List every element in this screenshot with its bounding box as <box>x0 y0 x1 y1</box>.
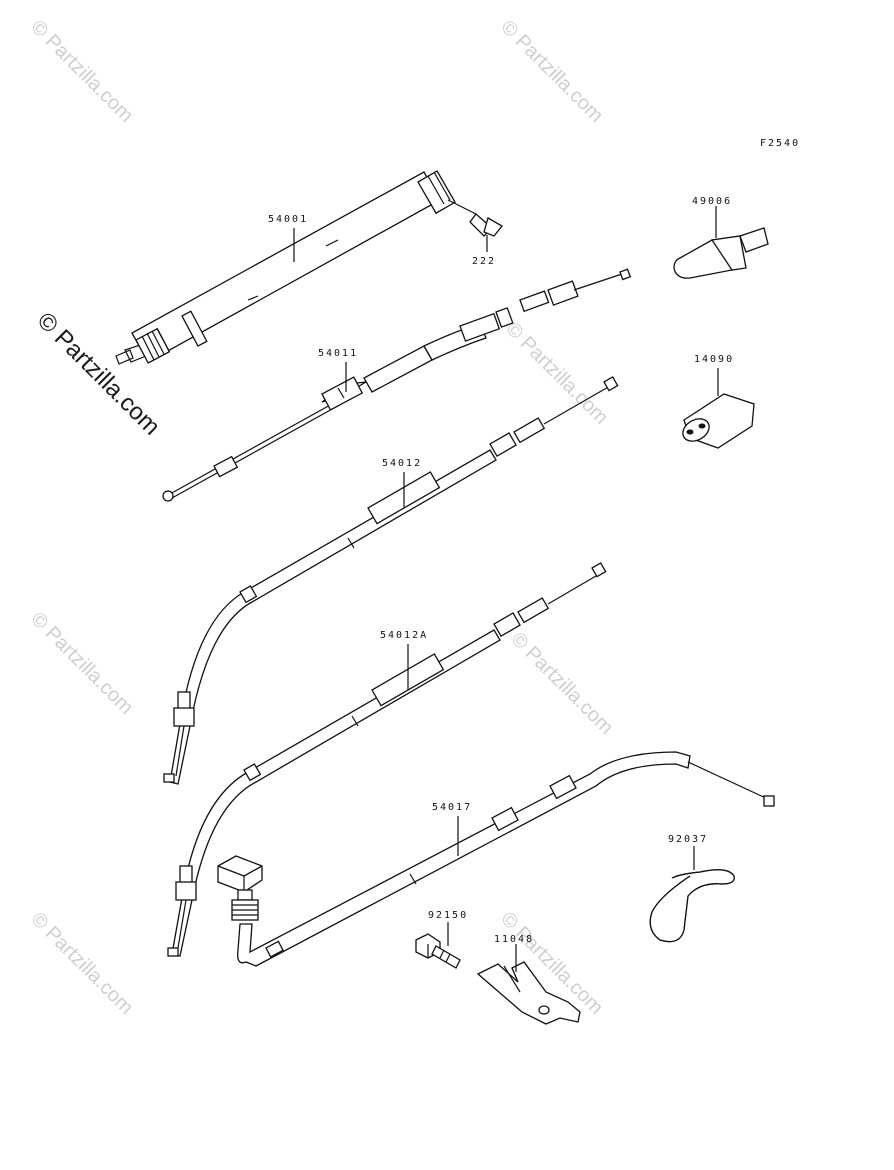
label-49006: 49006 <box>692 196 732 207</box>
label-92150: 92150 <box>428 910 468 921</box>
label-11048: 11048 <box>494 934 534 945</box>
diagram-code: F2540 <box>760 138 800 149</box>
watermark-mid-right-2: © Partzilla.com <box>506 628 617 739</box>
part-54012a-cable[interactable]: 54012A <box>167 562 607 957</box>
part-222-screw[interactable]: 222 <box>447 199 503 267</box>
part-11048-bracket[interactable]: 11048 <box>476 934 581 1025</box>
watermark-bottom-left: © Partzilla.com <box>26 908 137 1019</box>
label-54001: 54001 <box>268 214 308 225</box>
label-54012a: 54012A <box>380 630 428 641</box>
part-92150-bolt[interactable]: 92150 <box>415 910 468 969</box>
label-92037: 92037 <box>668 834 708 845</box>
watermarks: © Partzilla.com © Partzilla.com © Partzi… <box>26 16 617 1019</box>
label-54017: 54017 <box>432 802 472 813</box>
watermark-top-right: © Partzilla.com <box>496 16 607 127</box>
watermark-mid-left: © Partzilla.com <box>26 608 137 719</box>
label-14090: 14090 <box>694 354 734 365</box>
part-92037-clamp[interactable]: 92037 <box>649 834 735 943</box>
part-14090-cap[interactable]: 14090 <box>679 354 755 449</box>
label-54012: 54012 <box>382 458 422 469</box>
watermark-mid-right-1: © Partzilla.com <box>501 318 612 429</box>
part-54017-choke-cable[interactable]: 54017 <box>217 751 775 967</box>
label-222: 222 <box>472 256 496 267</box>
part-49006-boot[interactable]: 49006 <box>673 196 769 279</box>
label-54011: 54011 <box>318 348 358 359</box>
watermark-top-left: © Partzilla.com <box>26 16 137 127</box>
part-54011-throttle-cable[interactable]: 54011 <box>162 268 632 502</box>
part-54001-speedometer-cable[interactable]: 54001 <box>115 170 456 365</box>
part-54012-cable[interactable]: 54012 <box>163 376 619 785</box>
